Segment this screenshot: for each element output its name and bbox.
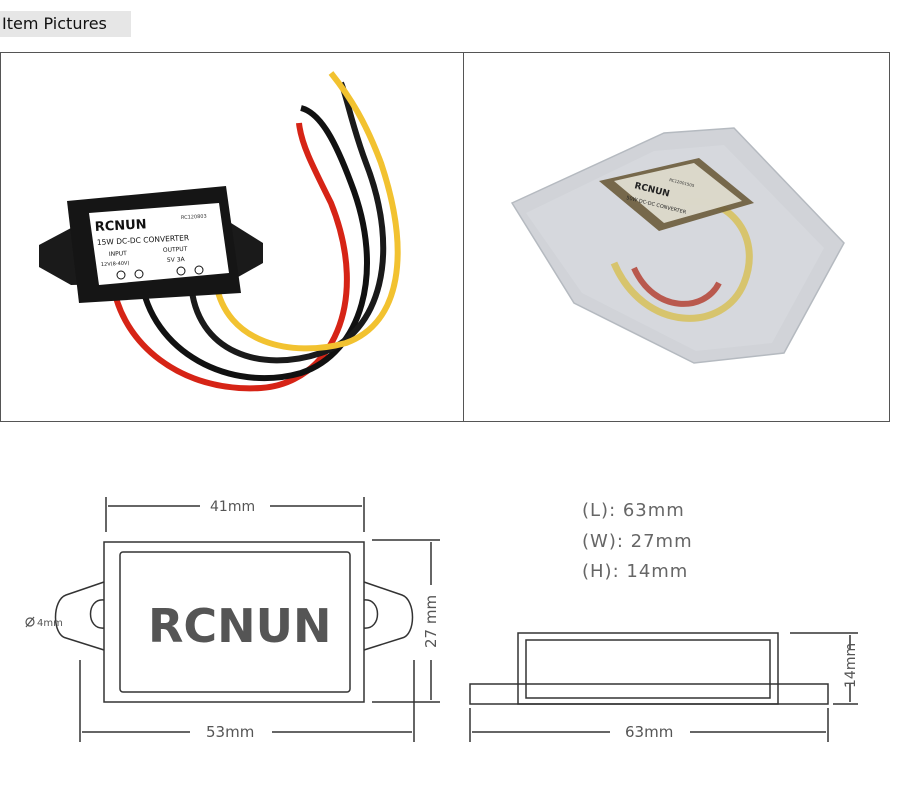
label-output: OUTPUT [163, 246, 188, 254]
drawing-logo: RCNUN [148, 599, 332, 653]
packaged-photo-cell: RCNUN RC12001505 50W DC-DC CONVERTER [463, 52, 890, 422]
photo-table: RCNUN RC120803 15W DC-DC CONVERTER INPUT… [0, 52, 890, 422]
spec-height: (H): 14mm [582, 561, 689, 582]
label-brand: RCNUN [94, 217, 147, 235]
label-model: RC120803 [181, 214, 207, 221]
dim-side-height: 14mm [843, 643, 859, 688]
dim-side-length: 63mm [625, 723, 673, 741]
yellow-wire [213, 71, 401, 352]
product-photo-cell: RCNUN RC120803 15W DC-DC CONVERTER INPUT… [0, 52, 440, 422]
dim-top-width: 41mm [210, 499, 255, 515]
dim-height: 27 mm [422, 595, 440, 648]
spec-width: (W): 27mm [582, 531, 693, 552]
dim-bottom-width: 53mm [206, 723, 254, 741]
red-wire-1 [110, 122, 350, 392]
label-input: INPUT [109, 250, 128, 258]
product-photo: RCNUN RC120803 15W DC-DC CONVERTER INPUT… [39, 71, 401, 392]
spec-length: (L): 63mm [582, 500, 685, 521]
black-wire-2 [188, 81, 387, 364]
dimension-drawing: 41mm RCNUN 27 mm 4mm 53mm 14mm 63mm [25, 497, 859, 742]
bag-model: RC12001505 [669, 177, 696, 188]
terminal-symbols-icon [116, 265, 204, 280]
dim-hole: 4mm [37, 618, 63, 629]
bag-wire-red [631, 266, 722, 307]
label-output-value: 5V 3A [167, 256, 186, 264]
packaged-photo: RCNUN RC12001505 50W DC-DC CONVERTER [510, 127, 845, 364]
converter-label [89, 203, 229, 285]
label-input-value: 12V(8-40V) [101, 261, 130, 268]
photo-divider [439, 52, 463, 422]
diameter-icon [25, 616, 35, 628]
section-title: Item Pictures [0, 11, 131, 37]
